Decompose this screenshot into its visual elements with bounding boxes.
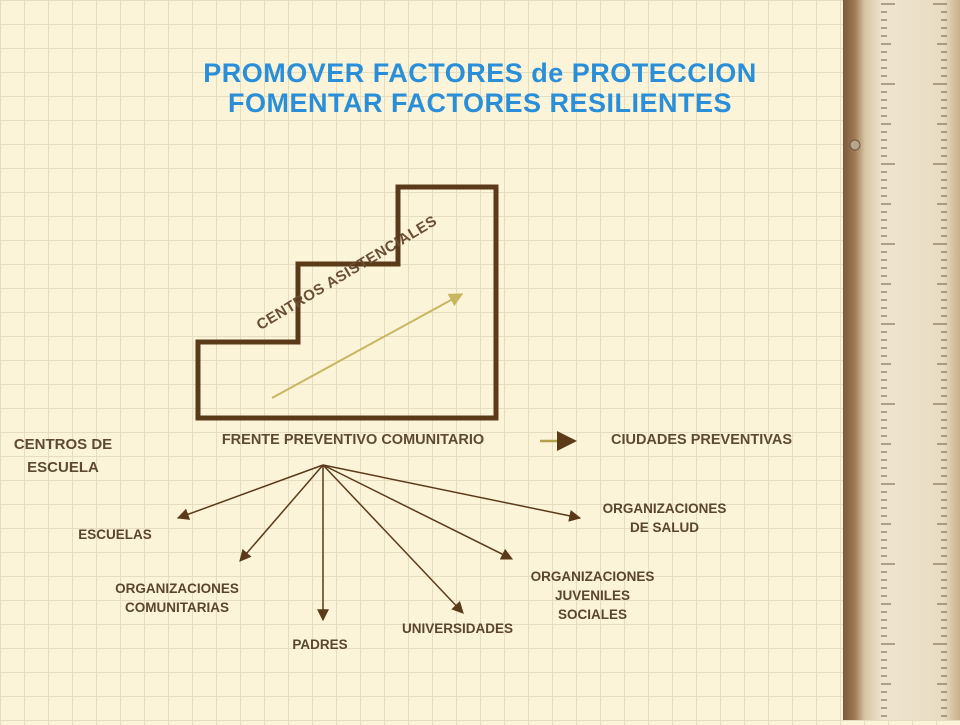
org-juveniles-label: ORGANIZACIONES JUVENILES SOCIALES bbox=[510, 567, 675, 624]
arrow-org-comunitarias bbox=[239, 464, 324, 562]
arrow-org-juveniles bbox=[322, 464, 514, 560]
ciudades-preventivas-label: CIUDADES PREVENTIVAS bbox=[610, 432, 792, 448]
ruler-graduations bbox=[849, 3, 947, 717]
title-line-1: PROMOVER FACTORES de PROTECCION bbox=[203, 58, 757, 88]
org-juveniles-line-2: JUVENILES bbox=[554, 588, 631, 603]
org-salud-line-2: DE SALUD bbox=[629, 520, 699, 535]
frente-preventivo-label: FRENTE PREVENTIVO COMUNITARIO bbox=[221, 432, 485, 448]
title-line-2: FOMENTAR FACTORES RESILIENTES bbox=[227, 88, 733, 118]
staircase-outline bbox=[195, 184, 499, 421]
arrow-org-salud bbox=[322, 464, 582, 522]
org-juveniles-line-3: SOCIALES bbox=[557, 607, 627, 622]
org-salud-label: ORGANIZACIONES DE SALUD bbox=[582, 499, 747, 537]
org-comunitarias-label: ORGANIZACIONES COMUNITARIAS bbox=[92, 579, 262, 617]
centros-escuela-line-1: CENTROS DE bbox=[13, 436, 113, 453]
centros-escuela-line-2: ESCUELA bbox=[27, 459, 99, 476]
arrow-escuelas bbox=[176, 464, 324, 520]
org-juveniles-line-1: ORGANIZACIONES bbox=[530, 569, 655, 584]
org-salud-line-1: ORGANIZACIONES bbox=[602, 501, 727, 516]
org-comunitarias-line-2: COMUNITARIAS bbox=[125, 600, 229, 615]
ruler-image bbox=[843, 0, 960, 720]
org-comunitarias-line-1: ORGANIZACIONES bbox=[115, 581, 239, 596]
escuelas-label: ESCUELAS bbox=[78, 527, 152, 542]
arrow-universidades bbox=[322, 464, 464, 614]
centros-escuela-label: CENTROS DE ESCUELA bbox=[8, 433, 118, 479]
padres-label: PADRES bbox=[292, 637, 348, 652]
universidades-label: UNIVERSIDADES bbox=[401, 621, 514, 636]
staircase-arrow bbox=[271, 293, 464, 399]
